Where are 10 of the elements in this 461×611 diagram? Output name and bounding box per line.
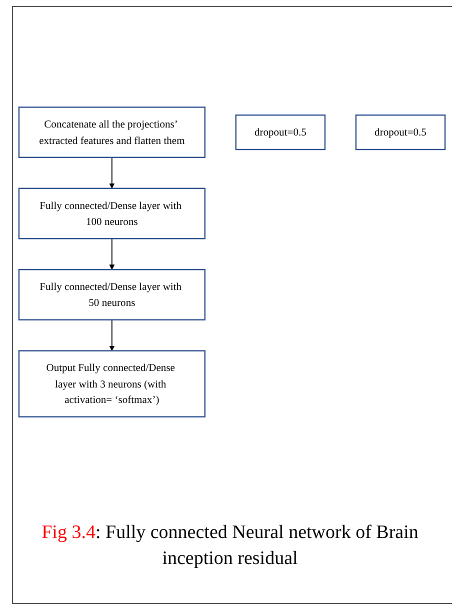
arrow bbox=[109, 238, 115, 270]
node-box: Concatenate all the projections’ extracted features and flatten them bbox=[18, 106, 206, 158]
node-box: Fully connected/Dense layer with 50 neurons bbox=[18, 268, 206, 320]
arrow bbox=[109, 156, 115, 189]
node-box: Fully connected/Dense layer with 100 neurons bbox=[18, 188, 206, 240]
node-box: Output Fully connected/Dense layer with 3 neurons (with activation= ‘softmax’) bbox=[18, 350, 206, 418]
figure-caption: Fig 3.4: Fully connected Neural network of Brain inception residual bbox=[40, 521, 420, 571]
node-box: dropout=0.5 bbox=[235, 114, 326, 150]
arrow bbox=[109, 319, 115, 352]
node-box: dropout=0.5 bbox=[355, 114, 446, 150]
